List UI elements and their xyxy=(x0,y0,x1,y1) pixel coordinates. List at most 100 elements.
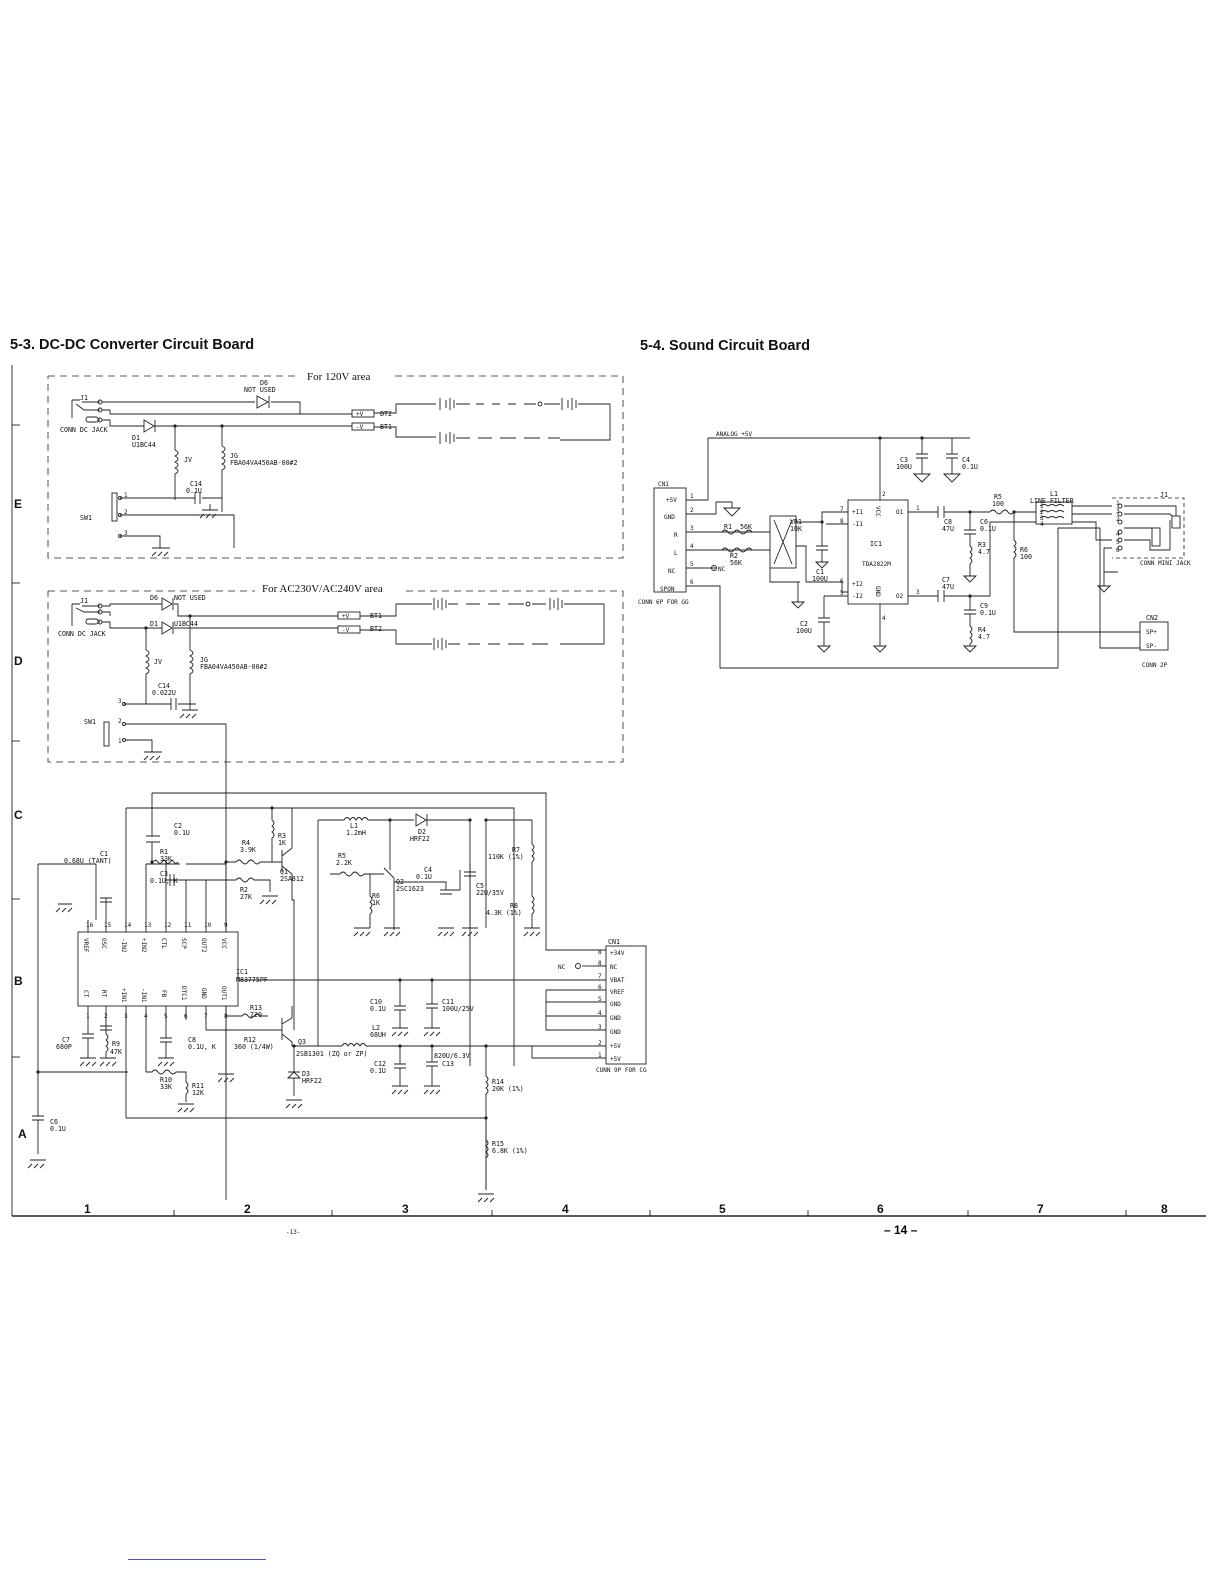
grid-row-e: E xyxy=(14,497,22,511)
jg-label-120: JG xyxy=(230,452,238,460)
ic1-pin-name: FB xyxy=(160,990,167,998)
c3-value: 0.1U, K xyxy=(150,877,178,885)
d2-label: D2 xyxy=(418,828,426,836)
r10-value: 33K xyxy=(160,1083,172,1091)
c5-value: 22U/35V xyxy=(476,889,504,897)
sw-pin2-230: 2 xyxy=(118,718,122,725)
ic1-pin-name: CTL xyxy=(160,938,167,949)
c12-value: 0.1U xyxy=(370,1067,386,1075)
vr1-label: VR1 xyxy=(790,518,802,526)
r3-sound-value: 4.7 xyxy=(978,548,990,556)
r3-label: R3 xyxy=(278,832,286,840)
ic1-sound-pin: VCC xyxy=(874,506,881,517)
cn1-sound-pin-num: 1 xyxy=(690,493,694,500)
r4-sound-label: R4 xyxy=(978,626,986,634)
minus-v-tag-230: -V xyxy=(342,627,350,634)
d6-note-230: NOT USED xyxy=(174,594,206,602)
grid-col-5: 5 xyxy=(719,1202,726,1216)
cn1-pin-num: 3 xyxy=(598,1024,602,1031)
ic1-pin-num: 1 xyxy=(86,1013,90,1020)
r3-sound-label: R3 xyxy=(978,541,986,549)
grid-col-7: 7 xyxy=(1037,1202,1044,1216)
r9-label: R9 xyxy=(112,1040,120,1048)
d1-part-120: U1BC44 xyxy=(132,441,156,449)
q3-part: 2SB1301 (ZQ or ZP) xyxy=(296,1050,367,1058)
sp-plus-label: SP+ xyxy=(1146,629,1157,636)
sw-pin1-120: 1 xyxy=(124,492,128,499)
r11-label: R11 xyxy=(192,1082,204,1090)
c2-sound-label: C2 xyxy=(800,620,808,628)
cn1-pin-name: NC xyxy=(610,964,618,971)
cn1-sound-pin-num: 2 xyxy=(690,507,694,514)
bt1-label-230: BT1 xyxy=(370,612,382,620)
c3-label: C3 xyxy=(160,870,168,878)
r9-value: 47K xyxy=(110,1048,122,1056)
grid-frame xyxy=(11,365,1206,1217)
ic1-pin-num: 5 xyxy=(164,1013,168,1020)
sw1-label-230: SW1 xyxy=(84,718,96,726)
r12-label: R12 xyxy=(244,1036,256,1044)
r2-label: R2 xyxy=(240,886,248,894)
sound-title: 5-4. Sound Circuit Board xyxy=(640,338,810,354)
jg-part-230: FBA04VA450AB-00#2 xyxy=(200,663,268,671)
plus-v-tag-120: +V xyxy=(356,411,364,418)
cn1-converter-label: CN1 xyxy=(608,938,620,946)
cn1-pin-num: 7 xyxy=(598,973,602,980)
cn1-nc-label: NC xyxy=(558,964,566,971)
c1-value: 0.68U (TANT) xyxy=(64,857,112,865)
ic1-pin-name: OSC xyxy=(100,938,107,949)
j1-label-230: J1 xyxy=(80,597,88,605)
cn1-sound-pin-num: 3 xyxy=(690,525,694,532)
q2-part: 2SC1623 xyxy=(396,885,424,893)
cn1-pin-name: VBAT xyxy=(610,977,625,984)
ic1-pin-num: 11 xyxy=(184,922,192,929)
ic1-sound-label: IC1 xyxy=(870,540,882,548)
ic1-pin-name: SCP xyxy=(180,938,187,949)
sp-minus-label: SP- xyxy=(1146,643,1157,650)
c4-sound-value: 0.1U xyxy=(962,463,978,471)
bottom-underline-link[interactable] xyxy=(128,1559,266,1560)
r4-label: R4 xyxy=(242,839,250,847)
ic1-pin-num: 10 xyxy=(204,922,212,929)
grid-col-4: 4 xyxy=(562,1202,569,1216)
ic1-pin-num: 6 xyxy=(184,1013,188,1020)
ic1-converter: 16 15 14 13 12 11 10 9 VREF OSC -IN2 +IN… xyxy=(82,922,228,1020)
c7-sound-label: C7 xyxy=(942,576,950,584)
cn1-pin-name: +34V xyxy=(610,950,625,957)
cn1-sound-pin-name: +5V xyxy=(666,497,677,504)
area-120v-circuit xyxy=(71,395,611,557)
d3-part: HRF22 xyxy=(302,1077,322,1085)
ic1-sound-pin: -I2 xyxy=(852,593,863,600)
c7-sound-value: 47U xyxy=(942,583,954,591)
ic1-sound-pin-num: 5 xyxy=(840,590,844,597)
r11-value: 12K xyxy=(192,1089,204,1097)
r6-sound-value: 100 xyxy=(1020,553,1032,561)
c8-label: C8 xyxy=(188,1036,196,1044)
ic1-pin-num: 16 xyxy=(86,922,94,929)
ic1-pin-num: 8 xyxy=(224,1013,228,1020)
r5-sound-label: R5 xyxy=(994,493,1002,501)
cn1-pin-name: +5V xyxy=(610,1043,621,1050)
cn1-sound-footer: CONN 6P FOR GG xyxy=(638,599,689,606)
cn1-converter-footer: CONN 9P FOR CG xyxy=(596,1067,647,1074)
q1-label: Q1 xyxy=(280,868,288,876)
ic1-pin-num: 14 xyxy=(124,922,132,929)
sw1-label-120: SW1 xyxy=(80,514,92,522)
c3-sound-label: C3 xyxy=(900,456,908,464)
r2-sound-value: 56K xyxy=(730,559,742,567)
cn2-label: CN2 xyxy=(1146,614,1158,622)
c13-label: C13 xyxy=(442,1060,454,1068)
r14-value: 20K (1%) xyxy=(492,1085,524,1093)
grid-col-3: 3 xyxy=(402,1202,409,1216)
c5-label: C5 xyxy=(476,882,484,890)
ic1-pin-num: 4 xyxy=(144,1013,148,1020)
grid-col-2: 2 xyxy=(244,1202,251,1216)
converter-wires xyxy=(27,792,596,1203)
cn1-sound-label: CN1 xyxy=(658,481,669,488)
conn-dc-jack-120: CONN DC JACK xyxy=(60,426,108,434)
ic1-pin-name: OUT2 xyxy=(200,938,207,953)
grid-col-8: 8 xyxy=(1161,1202,1168,1216)
ic1-sound-pin-num: 8 xyxy=(840,518,844,525)
c11-value: 100U/25V xyxy=(442,1005,474,1013)
r15-value: 6.8K (1%) xyxy=(492,1147,528,1155)
